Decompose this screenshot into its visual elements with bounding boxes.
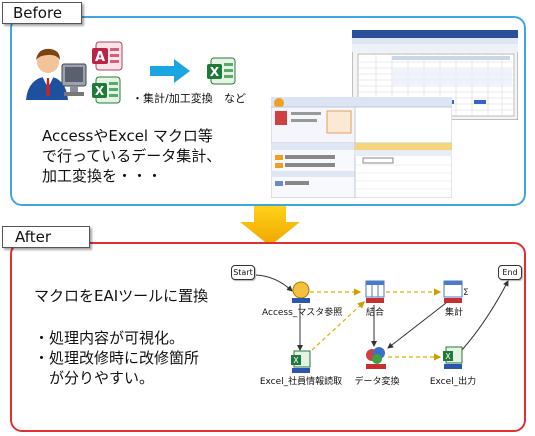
aggregate-node-icon[interactable]: Σ (442, 280, 468, 304)
svg-text:X: X (210, 65, 220, 79)
access-node-label: Access_マスタ参照 (262, 308, 343, 318)
convert-label: ・集計/加工変換 (132, 92, 213, 105)
svg-text:X: X (95, 84, 105, 98)
join-node-icon[interactable] (364, 280, 386, 304)
access-node-icon[interactable] (290, 280, 312, 304)
bullet-item: ・処理内容が可視化。 (34, 329, 185, 347)
convert-node-icon[interactable] (364, 346, 388, 370)
before-description: AccessやExcel マクロ等 で行っているデータ集計、 加工変換を・・・ (42, 126, 221, 186)
after-bullets: ・処理内容が可視化。 ・処理改修時に改修箇所 が分りやすい。 (34, 328, 199, 388)
access-window-thumbnail (271, 97, 452, 198)
access-icon: A (92, 41, 123, 71)
description-line: で行っているデータ集計、 (42, 147, 222, 165)
excel-icon: X (92, 76, 121, 104)
svg-text:X: X (445, 352, 451, 361)
down-arrow-icon (240, 206, 300, 246)
excel-icon: X (207, 57, 236, 85)
convert-node-label: データ変換 (354, 377, 400, 387)
right-arrow-icon (150, 59, 190, 83)
excel-out-node-label: Excel_出力 (429, 377, 477, 387)
etc-label: など (224, 92, 246, 105)
bullet-item: が分りやすい。 (34, 369, 155, 387)
before-tag: Before (2, 2, 82, 24)
bullet-item: ・処理改修時に改修箇所 (34, 349, 200, 367)
excel-read-node-icon[interactable]: X (290, 350, 312, 374)
excel-read-node-label: Excel_社員情報読取 (259, 377, 343, 387)
after-headline: マクロをEAIツールに置換 (34, 287, 209, 305)
svg-text:X: X (293, 356, 299, 365)
join-node-label: 結合 (365, 308, 384, 318)
description-line: AccessやExcel マクロ等 (42, 127, 213, 145)
start-node[interactable]: Start (231, 265, 255, 280)
after-tag: After (2, 226, 90, 248)
svg-text:Σ: Σ (463, 288, 468, 298)
svg-text:A: A (95, 50, 105, 65)
description-line: 加工変換を・・・ (42, 167, 163, 185)
aggregate-node-label: 集計 (444, 308, 463, 318)
excel-out-node-icon[interactable]: X (442, 346, 464, 370)
user-pc-icon (26, 48, 87, 100)
end-node[interactable]: End (498, 265, 522, 280)
